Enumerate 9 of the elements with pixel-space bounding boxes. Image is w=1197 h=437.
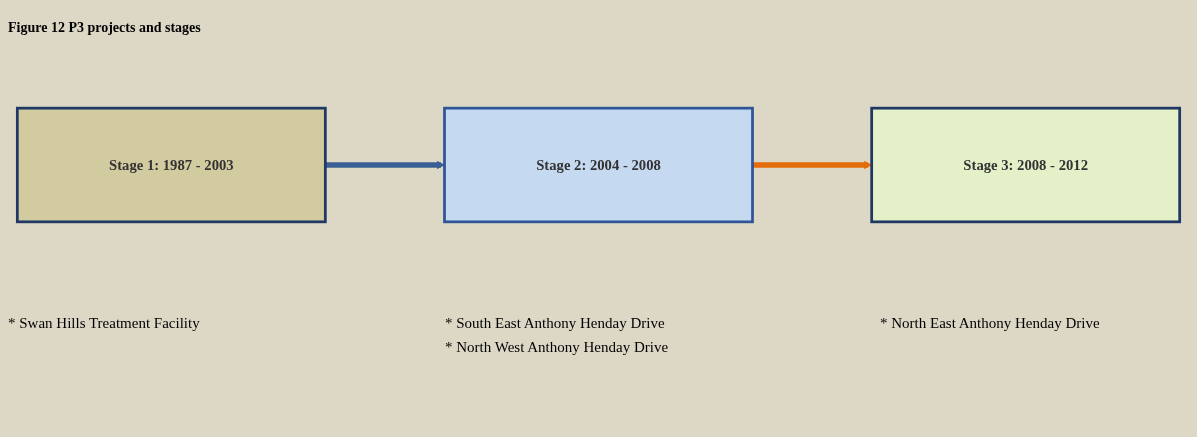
project-note: * Swan Hills Treatment Facility (8, 315, 200, 332)
node-box: Stage 3: 2008 - 2012 (870, 106, 1182, 224)
project-note: * North East Anthony Henday Drive (880, 315, 1100, 332)
figure-title: Figure 12 P3 projects and stages (8, 20, 201, 36)
node-box: Stage 1: 1987 - 2003 (15, 106, 327, 224)
arrow (325, 160, 445, 170)
project-note: * South East Anthony Henday Drive (445, 315, 665, 332)
project-note: * North West Anthony Henday Drive (445, 339, 669, 356)
node-box: Stage 2: 2004 - 2008 (443, 106, 754, 224)
